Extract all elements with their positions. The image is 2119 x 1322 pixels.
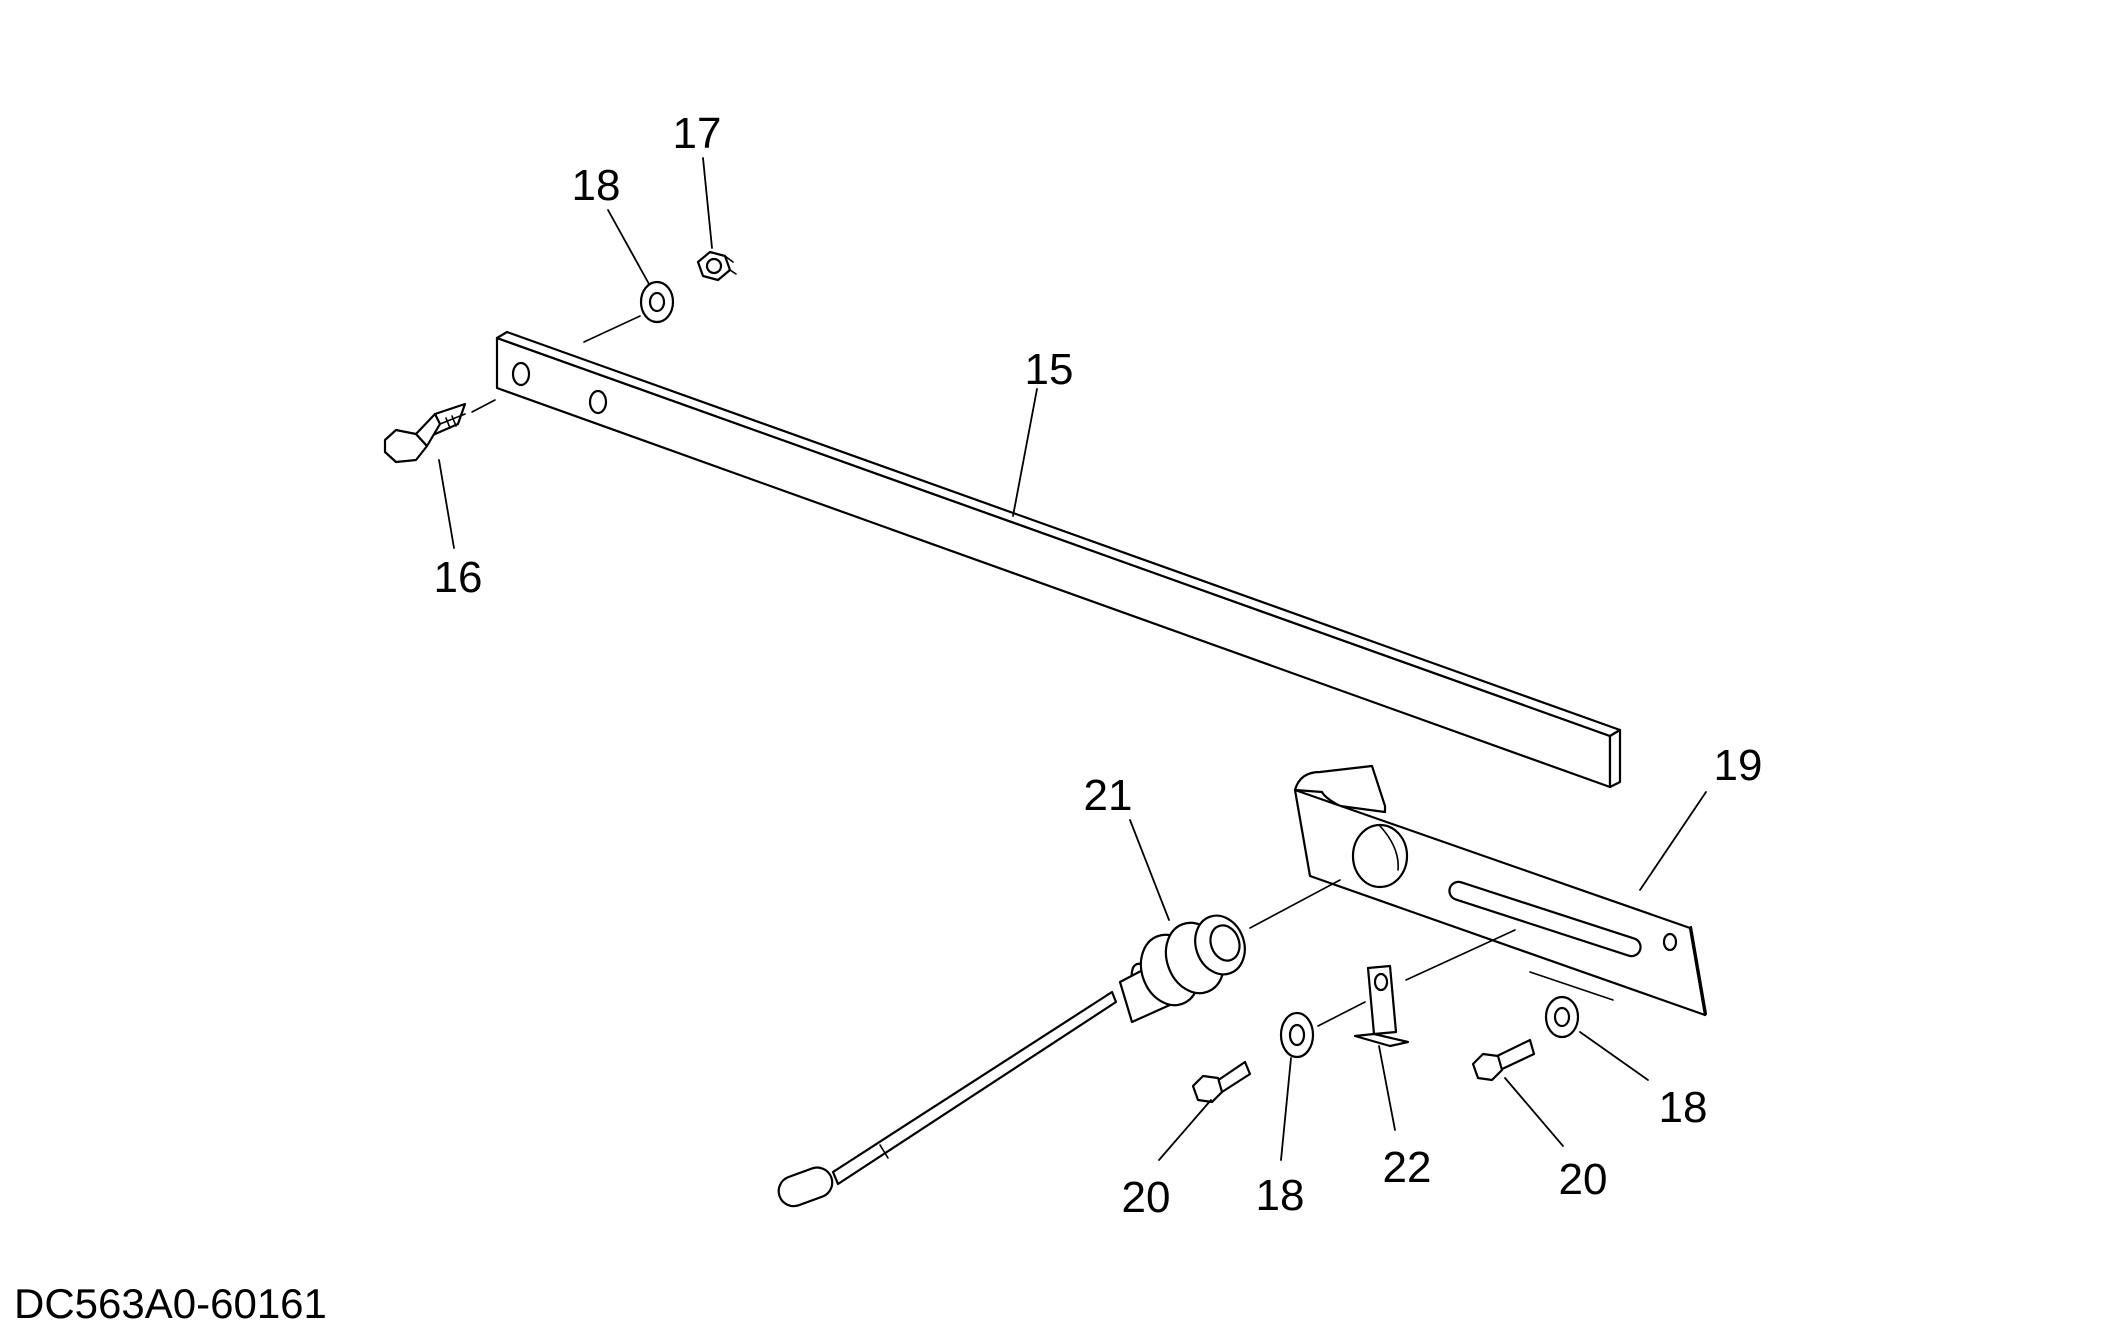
callout-18-top: 18 — [572, 161, 621, 210]
part-16-bolt — [383, 402, 467, 464]
part-18-washer-right — [1544, 995, 1580, 1039]
part-19-bracket — [1293, 764, 1708, 1017]
bar-hole-1 — [511, 361, 531, 387]
callout-21: 21 — [1084, 771, 1133, 820]
callout-18-mid: 18 — [1256, 1171, 1305, 1220]
part-15-bar — [495, 330, 1622, 789]
callout-19: 19 — [1714, 741, 1763, 790]
callout-20-left: 20 — [1122, 1173, 1171, 1222]
part-18-washer-top — [639, 280, 675, 324]
callout-16: 16 — [434, 553, 483, 602]
callout-17: 17 — [673, 109, 722, 158]
part-22-clip — [1353, 964, 1410, 1048]
bracket-slot — [1448, 880, 1642, 958]
part-20-bolt-right — [1471, 1038, 1536, 1082]
part-17-nut — [696, 250, 737, 282]
drawing-code: DC563A0-60161 — [14, 1280, 327, 1322]
callout-22: 22 — [1383, 1143, 1432, 1192]
bracket-round-hole — [1351, 823, 1409, 889]
bracket-small-hole — [1662, 932, 1678, 952]
alignment-lines — [471, 315, 1614, 1027]
callouts: 15 16 17 18 19 21 20 18 22 20 18 — [434, 109, 1763, 1222]
part-18-washer-mid — [1279, 1011, 1315, 1059]
part-21-sensor — [777, 914, 1246, 1208]
leader-lines — [438, 157, 1707, 1161]
bar-hole-2 — [588, 389, 608, 415]
part-20-bolt-left — [1191, 1060, 1252, 1104]
callout-15: 15 — [1025, 345, 1074, 394]
callout-18-right: 18 — [1659, 1083, 1708, 1132]
callout-20-right: 20 — [1559, 1155, 1608, 1204]
